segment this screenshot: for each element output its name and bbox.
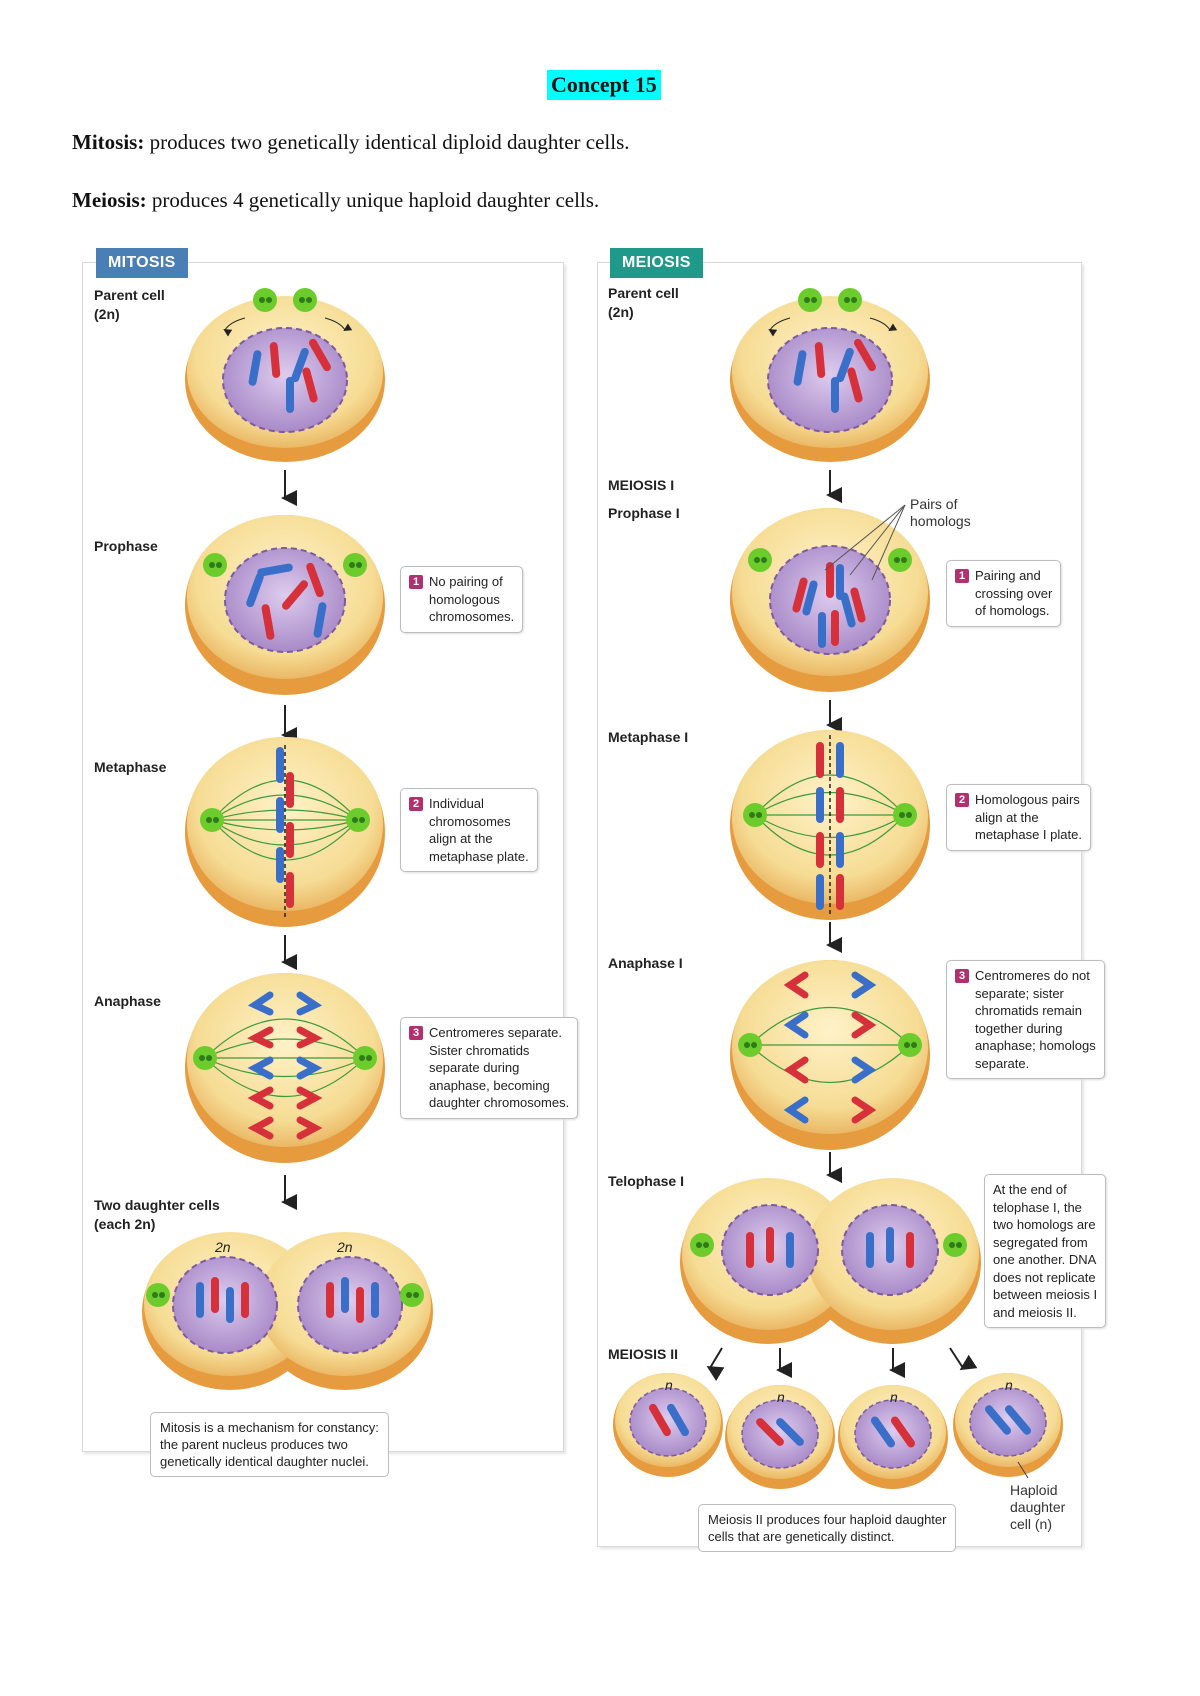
meiosis-anaphase-cell [730,960,930,1150]
haploid-leader-line [1017,1461,1029,1479]
haploid-cell-3 [838,1385,948,1489]
note-number-badge: 3 [955,969,969,983]
meiosis-definition-text: produces 4 genetically unique haploid da… [146,188,600,212]
haploid-cell-2 [725,1385,835,1489]
note-number-badge: 1 [955,569,969,583]
note-text: Homologous pairs align at the metaphase … [975,792,1082,842]
note-text: Individual chromosomes align at the meta… [429,796,529,864]
mitosis-note-2: 2 Individual chromosomes align at the met… [400,788,538,872]
meiosis-prophase-cell [730,504,930,692]
mitosis-daughter-cells [142,1232,433,1390]
meiosis-parent-label: Parent cell (2n) [608,285,679,320]
mitosis-prophase-cell [185,515,385,695]
haploid-cell-4 [953,1373,1063,1477]
mitosis-stage-metaphase: Metaphase [94,759,167,775]
haploid-daughter-label: Haploid daughter cell (n) [1010,1482,1066,1532]
note-text: Centromeres separate. Sister chromatids … [429,1025,570,1110]
meiosis-definition: Meiosis: produces 4 genetically unique h… [72,188,599,213]
mitosis-footer-note: Mitosis is a mechanism for constancy: th… [150,1412,389,1477]
meiosis-ii-label: MEIOSIS II [608,1346,679,1362]
meiosis-term: Meiosis: [72,188,147,212]
note-text: No pairing of homologous chromosomes. [429,574,515,624]
mitosis-tab: MITOSIS [96,248,188,278]
mitosis-daughter-ploidy-1: 2n [214,1239,231,1255]
meiosis-note-3: 3 Centromeres do not separate; sister chr… [946,960,1105,1079]
note-number-badge: 2 [409,797,423,811]
meiosis-parent-cell [730,288,930,462]
page-heading: Concept 15 [547,70,661,100]
meiosis-stage-metaphase-i: Metaphase I [608,729,689,745]
mitosis-parent-cell [185,288,385,462]
note-text: Pairing and crossing over of homologs. [975,568,1053,618]
note-number-badge: 2 [955,793,969,807]
haploid-ploidy-4: n [1005,1377,1013,1393]
haploid-cell-1 [613,1373,723,1477]
meiosis-ii-arrows [706,1347,978,1382]
meiosis-note-1: 1 Pairing and crossing over of homologs. [946,560,1062,627]
meiosis-i-label: MEIOSIS I [608,477,675,493]
telophase-i-note: At the end of telophase I, the two homol… [984,1174,1107,1328]
note-number-badge: 1 [409,575,423,589]
meiosis-stage-telophase-i: Telophase I [608,1173,684,1189]
mitosis-definition: Mitosis: produces two genetically identi… [72,130,630,155]
mitosis-stage-daughters: Two daughter cells (each 2n) [94,1197,220,1232]
haploid-ploidy-3: n [890,1389,898,1405]
meiosis-stage-anaphase-i: Anaphase I [608,955,683,971]
mitosis-definition-text: produces two genetically identical diplo… [144,130,630,154]
mitosis-metaphase-cell [185,737,385,927]
meiosis-telophase-cell [680,1178,981,1344]
meiosis-note-2: 2 Homologous pairs align at the metaphase… [946,784,1091,851]
meiosis-metaphase-cell [730,730,930,920]
mitosis-daughter-ploidy-2: 2n [336,1239,353,1255]
mitosis-stage-prophase: Prophase [94,538,158,554]
haploid-ploidy-2: n [777,1389,785,1405]
meiosis-footer-note: Meiosis II produces four haploid daughte… [698,1504,957,1552]
pairs-of-homologs-label: Pairs of homologs [910,496,971,529]
mitosis-anaphase-cell [185,973,385,1163]
mitosis-note-3: 3 Centromeres separate. Sister chromatids… [400,1017,579,1119]
mitosis-stage-anaphase: Anaphase [94,993,161,1009]
note-number-badge: 3 [409,1026,423,1040]
meiosis-stage-prophase-i: Prophase I [608,505,680,521]
mitosis-parent-label: Parent cell (2n) [94,287,165,322]
haploid-ploidy-1: n [665,1377,673,1393]
mitosis-note-1: 1 No pairing of homologous chromosomes. [400,566,524,633]
mitosis-term: Mitosis: [72,130,145,154]
note-text: Centromeres do not separate; sister chro… [975,968,1096,1071]
meiosis-tab: MEIOSIS [610,248,703,278]
